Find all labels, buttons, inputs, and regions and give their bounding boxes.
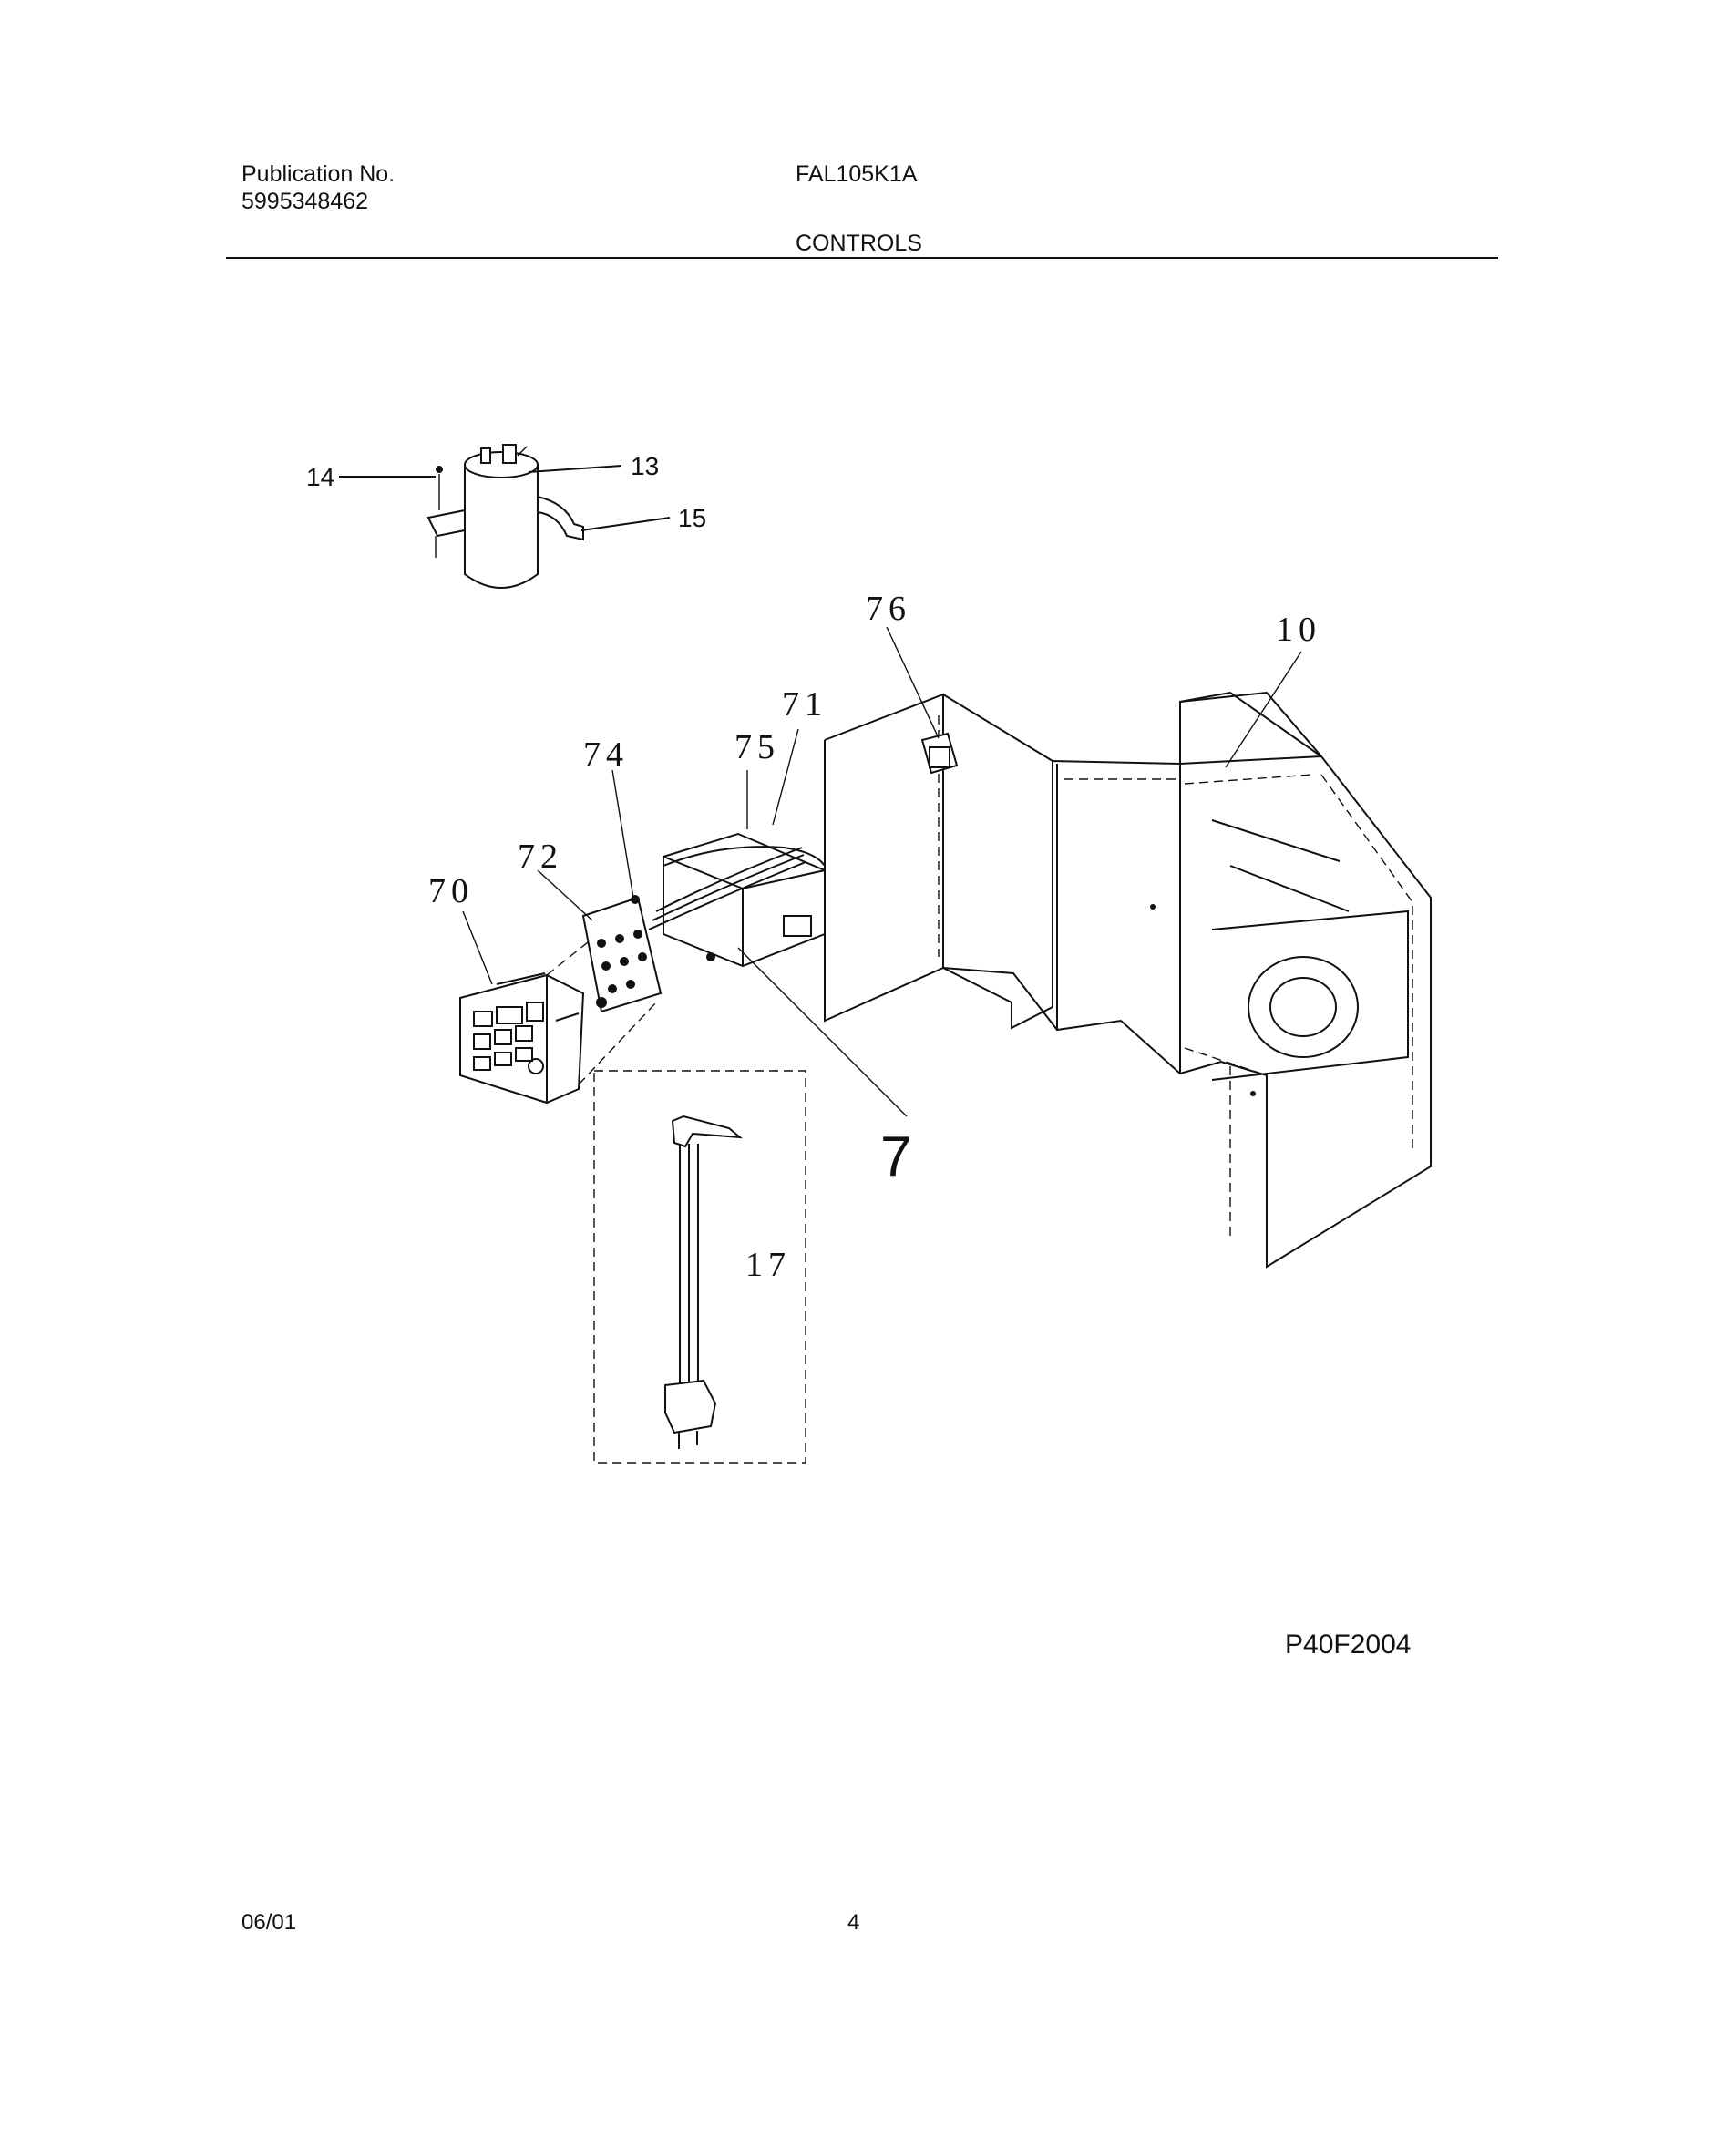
diagram-code: P40F2004 [1285,1629,1412,1660]
callout-15: 15 [678,504,706,532]
control-board-leaders [537,769,634,921]
callout-70: 70 [428,872,474,910]
control-box-part [648,832,826,968]
header-rule [226,257,1498,259]
capacitor-part [426,444,584,589]
control-panel-part [459,972,585,1105]
footer-date: 06/01 [241,1910,297,1935]
callout-7: 7 [880,1125,911,1188]
power-cord-part [593,1070,806,1464]
callout-74: 74 [583,735,629,774]
page-number: 4 [847,1910,860,1935]
callout-14: 14 [306,463,334,491]
callout-10: 10 [1276,611,1321,649]
publication-label: Publication No. [241,161,395,187]
control-panel-leaders [462,910,657,1085]
publication-number: 5995348462 [241,189,369,214]
control-board-part [581,895,663,1013]
housing-leaders [886,626,1302,768]
housing-part [824,691,1432,1269]
callout-72: 72 [518,838,563,876]
section-title: CONTROLS [796,231,922,256]
capacitor-leaders [339,465,671,531]
callout-76: 76 [866,590,911,628]
control-box-leaders [737,728,908,1117]
callout-13: 13 [631,452,659,480]
model-number: FAL105K1A [796,161,918,187]
callout-71: 71 [782,685,827,724]
callout-17: 17 [745,1246,791,1284]
callout-75: 75 [734,728,780,766]
